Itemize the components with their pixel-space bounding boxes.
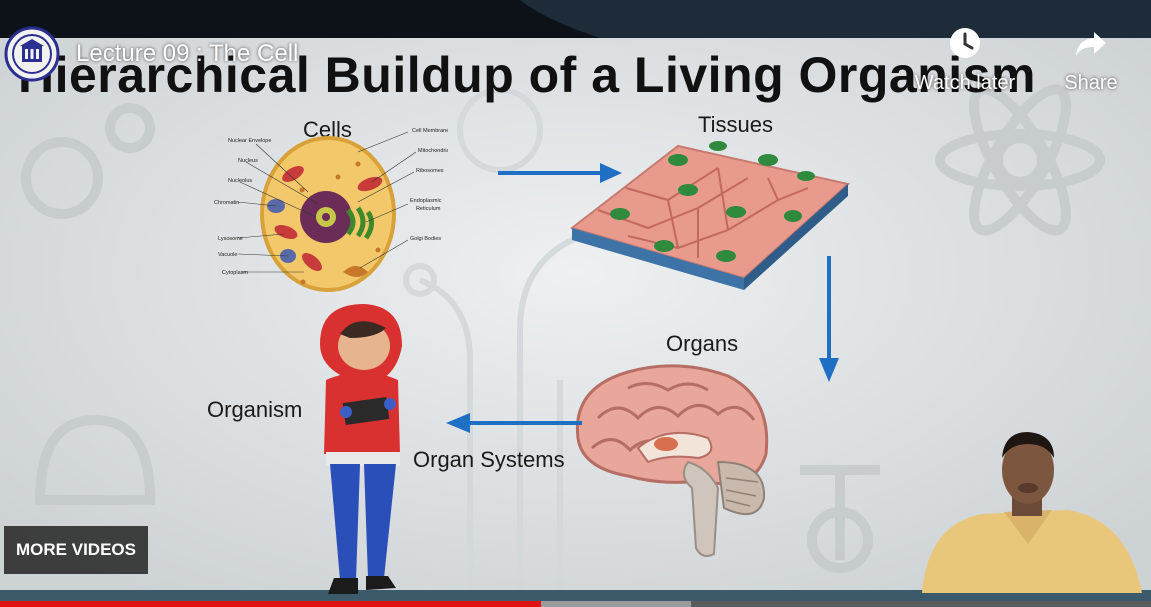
watch-later-button[interactable]: Watch later [904, 26, 1026, 95]
organ-systems-label: Organ Systems [413, 447, 565, 473]
svg-text:Vacuole: Vacuole [218, 252, 237, 258]
channel-logo[interactable] [4, 26, 60, 82]
svg-text:Lysosome: Lysosome [218, 236, 243, 242]
tissues-label: Tissues [698, 112, 773, 138]
svg-text:Endoplasmic: Endoplasmic [410, 198, 442, 204]
arrow-left-icon [442, 410, 584, 436]
tissue-illustration [568, 138, 854, 290]
progress-bar-played [0, 601, 541, 607]
svg-text:Mitochondria: Mitochondria [418, 148, 448, 154]
svg-text:Chromatin: Chromatin [214, 200, 239, 206]
cell-diagram: Nuclear Envelope Nucleus Nucleolus Chrom… [208, 122, 448, 302]
clock-icon [948, 26, 982, 60]
svg-text:Ribosomes: Ribosomes [416, 168, 444, 174]
arrow-down-icon [816, 254, 842, 384]
share-button[interactable]: Share [1056, 26, 1126, 95]
organs-label: Organs [666, 331, 738, 357]
organism-label: Organism [207, 397, 302, 423]
progress-bar[interactable] [0, 601, 1151, 607]
boy-character-illustration [306, 304, 416, 596]
more-videos-button[interactable]: MORE VIDEOS [4, 526, 148, 574]
svg-text:Cytoplasm: Cytoplasm [222, 270, 248, 276]
svg-text:Golgi Bodies: Golgi Bodies [410, 236, 441, 242]
presenter-video-inset [918, 428, 1148, 593]
watch-later-label: Watch later [904, 72, 1026, 95]
svg-text:Nucleolus: Nucleolus [228, 178, 252, 184]
svg-text:Reticulum: Reticulum [416, 206, 441, 212]
share-label: Share [1056, 72, 1126, 95]
video-title[interactable]: Lecture 09 : The Cell [76, 40, 298, 68]
svg-text:Nuclear Envelope: Nuclear Envelope [228, 138, 271, 144]
svg-text:Nucleus: Nucleus [238, 158, 258, 164]
svg-text:Cell Membrane: Cell Membrane [412, 128, 448, 134]
share-arrow-icon [1074, 26, 1108, 60]
brain-illustration [568, 358, 778, 562]
